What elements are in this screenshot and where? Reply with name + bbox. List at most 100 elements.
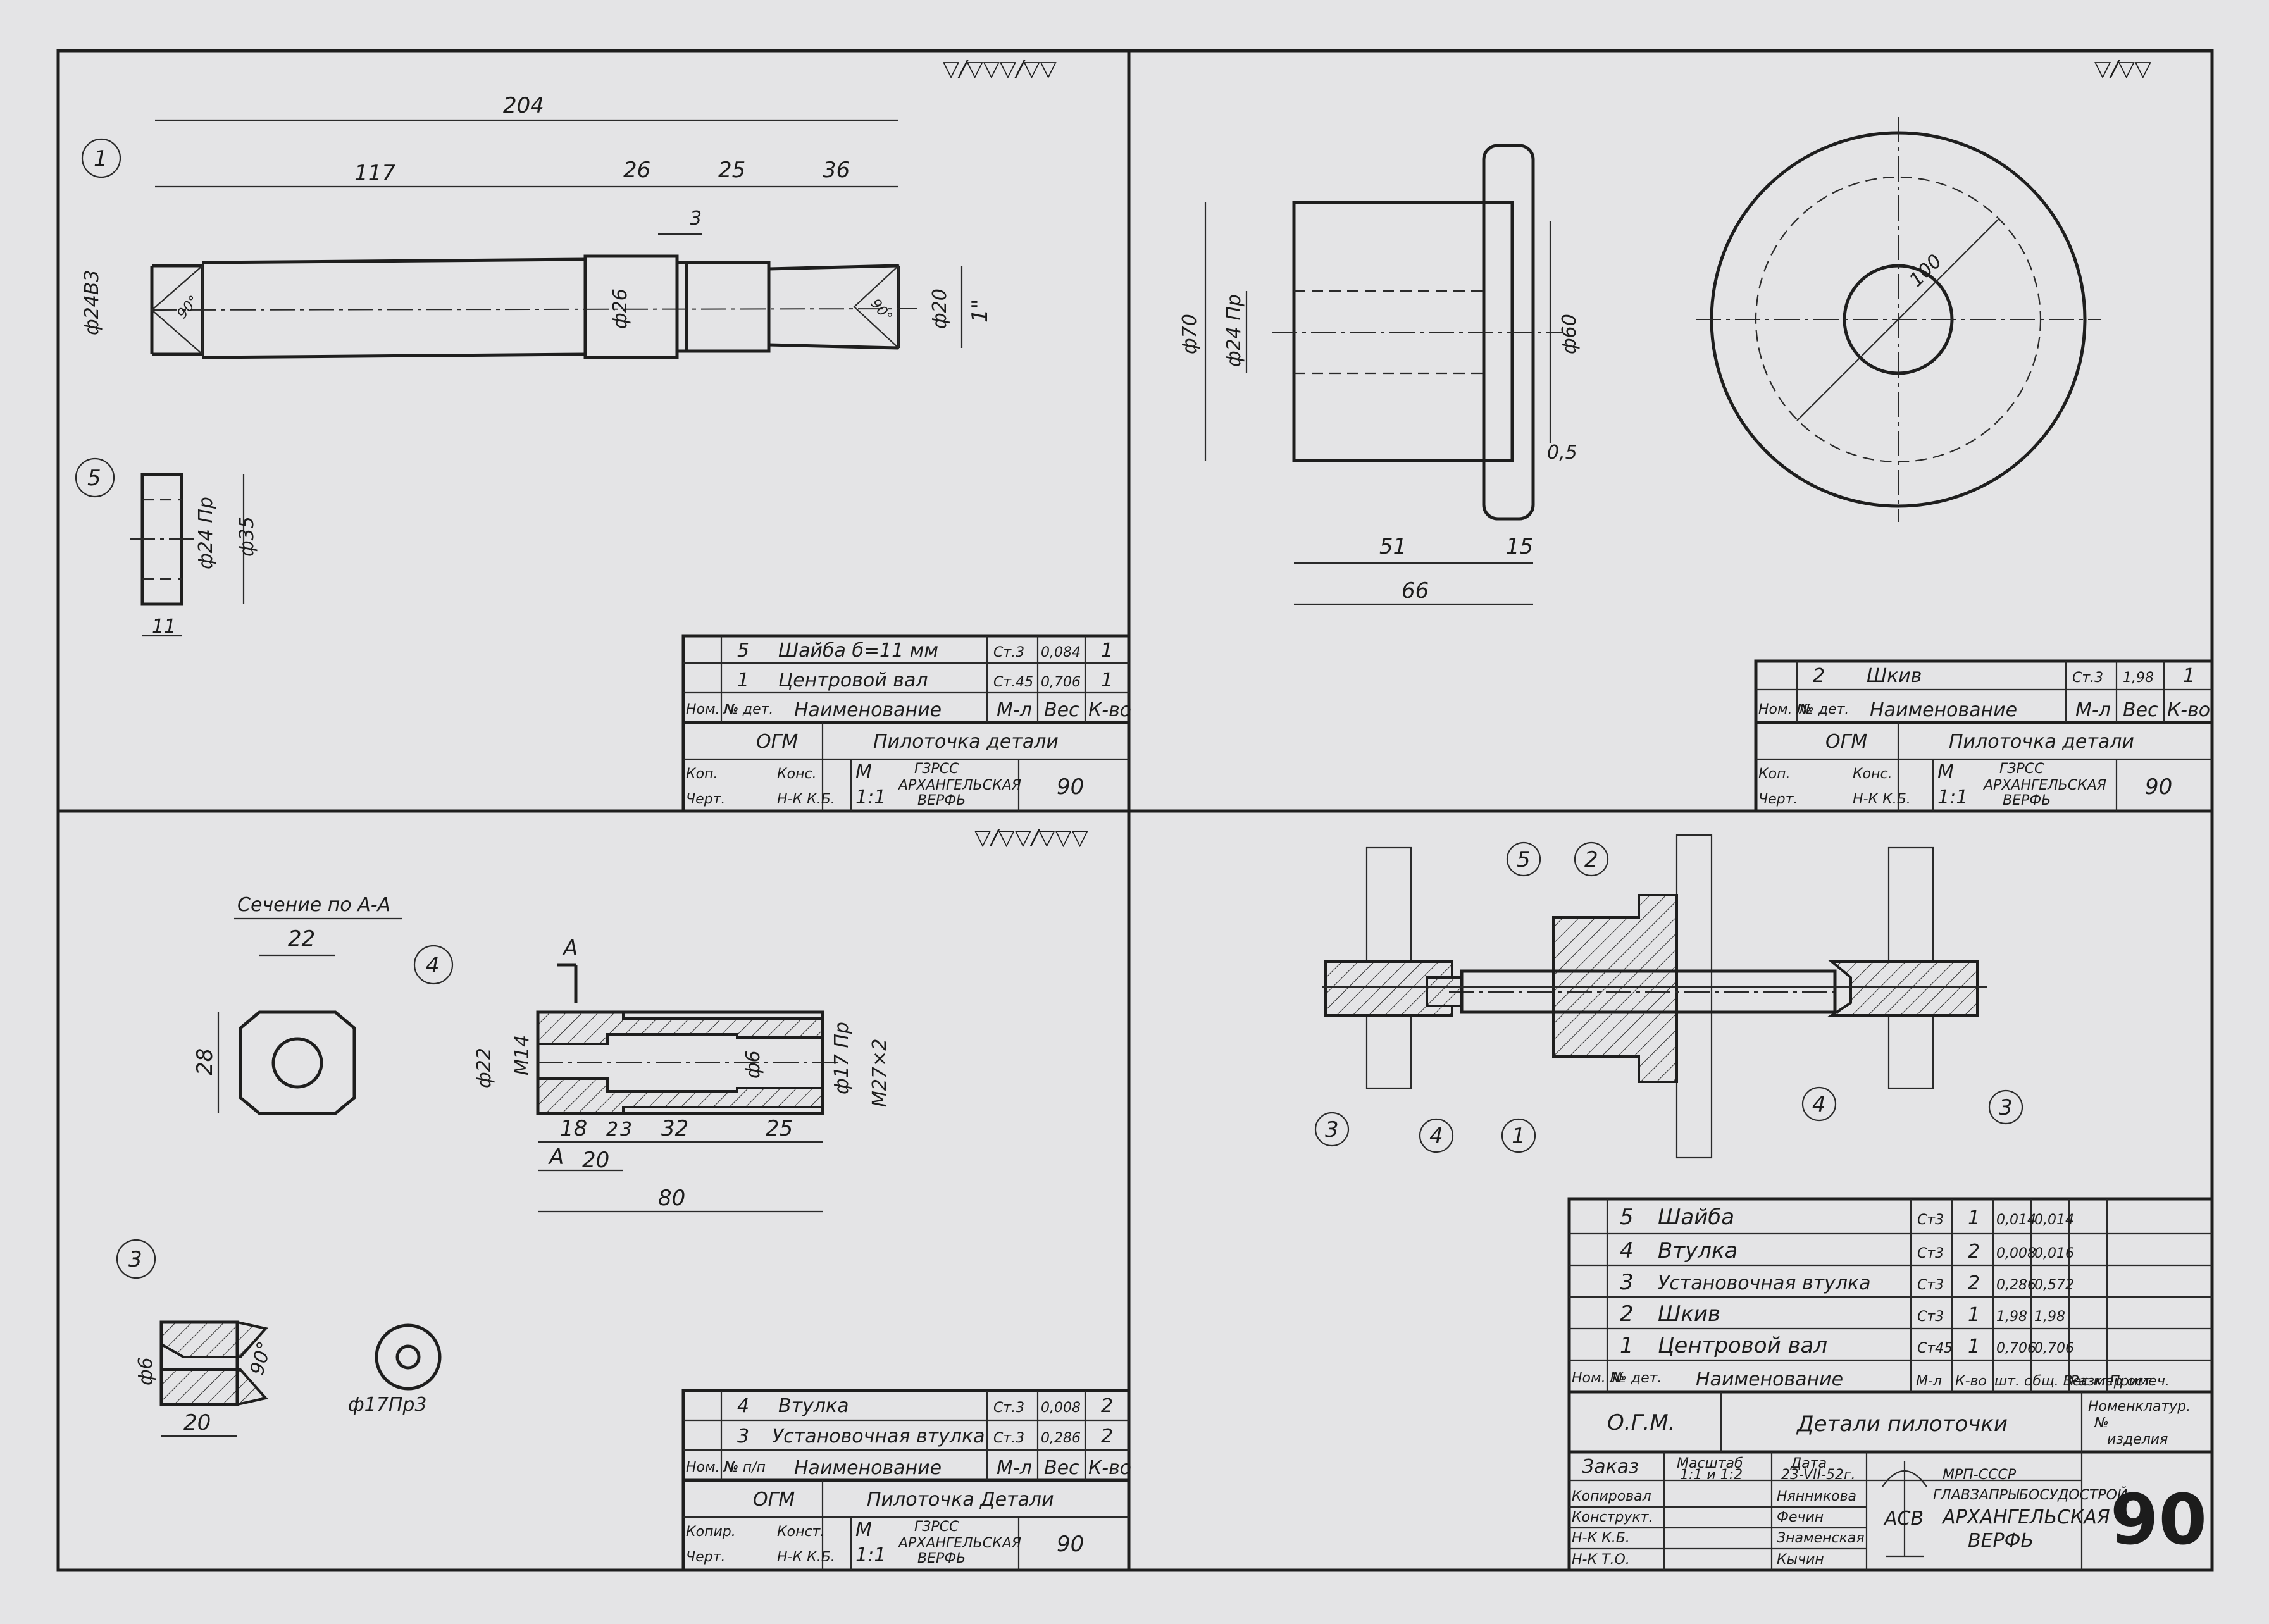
title-block-top-right: 2 Шкив Ст.3 1,98 1 Ном. № № дет. Наимено… bbox=[1754, 659, 2214, 813]
tl-scale: 1:1 bbox=[855, 786, 886, 809]
bl-hdr-weight: Вес bbox=[1044, 1457, 1079, 1479]
tr-nk: Н-К К.Б. bbox=[1853, 791, 1911, 807]
balloon-2: 2 bbox=[1584, 847, 1598, 872]
main-data-val: 23-VII-52г. bbox=[1781, 1467, 1856, 1483]
main-row4-mat: Ст3 bbox=[1917, 1309, 1944, 1325]
main-row3-pos: 3 bbox=[1620, 1270, 1634, 1295]
dim-l2: 2 bbox=[606, 1119, 618, 1141]
tr-chert: Черт. bbox=[1758, 791, 1798, 807]
tr-org2: АРХАНГЕЛЬСКАЯ bbox=[1982, 778, 2106, 793]
main-row2-pos: 4 bbox=[1620, 1238, 1634, 1263]
main-nomenkl: Номенклатур. bbox=[2088, 1399, 2191, 1415]
bl-row1-qty: 2 bbox=[1101, 1395, 1113, 1417]
bl-scale-label: М bbox=[855, 1519, 872, 1541]
tr-hdr-qty: К-во bbox=[2167, 699, 2210, 721]
logo-text: АСВ bbox=[1883, 1508, 1924, 1530]
tr-scale: 1:1 bbox=[1937, 786, 1968, 809]
dim-d6: ф6 bbox=[742, 1050, 764, 1079]
main-title: Детали пилоточки bbox=[1796, 1411, 2008, 1437]
balloon-1: 1 bbox=[1512, 1124, 1526, 1149]
bl-hdr-name: Наименование bbox=[794, 1457, 942, 1479]
bl-hdr-det: № п/п bbox=[723, 1460, 766, 1475]
tr-hdr-name: Наименование bbox=[1870, 699, 2017, 721]
part5-number: 5 bbox=[87, 466, 101, 491]
dim-d70: ф70 bbox=[1179, 314, 1201, 354]
main-row5-qty: 1 bbox=[1968, 1336, 1980, 1358]
tl-row1-mat: Ст.3 bbox=[993, 645, 1024, 660]
bl-num: 90 bbox=[1057, 1532, 1084, 1557]
main-row3-qty: 2 bbox=[1968, 1272, 1980, 1294]
part3-setbushing-view: 3 ф6 90° 20 ф17Пр3 bbox=[116, 1239, 442, 1437]
bl-row2-mat: Ст.3 bbox=[993, 1430, 1024, 1446]
main-hdr-size: Размер ост. bbox=[2070, 1373, 2156, 1389]
main-hdr-det: № дет. bbox=[1612, 1370, 1662, 1386]
main-masshtab: Масштаб bbox=[1677, 1456, 1743, 1472]
bl-kop: Копир. bbox=[686, 1524, 736, 1540]
tr-hdr-weight: Вес bbox=[2123, 699, 2158, 721]
main-hdr-weight: шт. общ. Вес кг. bbox=[1994, 1373, 2113, 1389]
tl-org1: ГЗРСС bbox=[914, 761, 959, 777]
main-row1-mat: Ст3 bbox=[1917, 1212, 1944, 1228]
tl-hdr-qty: К-во bbox=[1088, 699, 1131, 721]
dim-l25: 25 bbox=[766, 1116, 793, 1141]
dim-d17: ф17 Пр bbox=[831, 1022, 853, 1094]
section-marker-bottom: А bbox=[548, 1144, 564, 1170]
dim-36: 36 bbox=[823, 158, 850, 183]
main-hdr-note: Примеч. bbox=[2110, 1373, 2170, 1389]
tr-kop: Коп. bbox=[1758, 766, 1790, 782]
dim-dia-20: ф20 bbox=[929, 288, 951, 329]
main-row5-w1: 0,706 bbox=[1996, 1341, 2036, 1356]
main-row3-mat: Ст3 bbox=[1917, 1277, 1944, 1293]
main-row2-w1: 0,008 bbox=[1996, 1246, 2036, 1261]
part3-number: 3 bbox=[128, 1247, 142, 1272]
tl-row2-pos: 1 bbox=[737, 669, 749, 691]
roughness-part1: ▽/▽▽▽/▽▽ bbox=[943, 56, 1057, 82]
bl-row1-name: Втулка bbox=[778, 1395, 849, 1417]
dim-p3-len: 20 bbox=[183, 1410, 211, 1435]
tl-scale-label: М bbox=[855, 761, 872, 783]
tr-ogm: ОГМ bbox=[1825, 731, 1867, 753]
dim-204: 204 bbox=[503, 93, 544, 118]
dim-26: 26 bbox=[623, 158, 650, 183]
dim-3: 3 bbox=[690, 208, 702, 230]
bl-row2-weight: 0,286 bbox=[1041, 1430, 1081, 1446]
dim-117: 117 bbox=[354, 161, 395, 186]
main-hdr-name: Наименование bbox=[1696, 1368, 1843, 1391]
dim-l18: 18 bbox=[560, 1116, 587, 1141]
tl-nk: Н-К К.Б. bbox=[777, 791, 835, 807]
main-row1-name: Шайба bbox=[1658, 1205, 1734, 1230]
tl-org2: АРХАНГЕЛЬСКАЯ bbox=[897, 778, 1021, 793]
main-role-3: Н-К К.Б. bbox=[1572, 1530, 1630, 1546]
tl-row2-weight: 0,706 bbox=[1041, 674, 1081, 690]
dim-washer-inner: ф24 Пр bbox=[195, 497, 217, 569]
bl-row1-mat: Ст.3 bbox=[993, 1400, 1024, 1416]
main-org-ministry: МРП-СССР bbox=[1943, 1467, 2017, 1483]
bl-hdr-mat: М-л bbox=[997, 1457, 1032, 1479]
main-role-2: Конструкт. bbox=[1572, 1509, 1653, 1525]
main-row1-w2: 0,014 bbox=[2034, 1212, 2074, 1228]
section-marker: А bbox=[562, 936, 578, 961]
main-row2-name: Втулка bbox=[1658, 1238, 1737, 1263]
tl-row1-weight: 0,084 bbox=[1041, 645, 1081, 660]
dim-66: 66 bbox=[1402, 578, 1429, 604]
tl-row2-name: Центровой вал bbox=[778, 669, 928, 691]
tr-kons: Конс. bbox=[1853, 766, 1893, 782]
dim-sec-28: 28 bbox=[192, 1048, 218, 1075]
dim-inch: 1" bbox=[967, 299, 993, 323]
tl-hdr-det: № дет. bbox=[723, 702, 773, 717]
assembly-view: 5 2 3 4 1 4 3 bbox=[1314, 834, 2023, 1159]
dim-thread: М27×2 bbox=[869, 1039, 891, 1107]
tl-num: 90 bbox=[1057, 774, 1084, 800]
tl-hdr-weight: Вес bbox=[1044, 699, 1079, 721]
dim-d24: ф24 Пр bbox=[1223, 294, 1245, 367]
dim-l80: 80 bbox=[658, 1186, 685, 1211]
bl-row1-weight: 0,008 bbox=[1041, 1400, 1081, 1416]
main-sheet-number: 90 bbox=[2110, 1479, 2207, 1560]
dim-washer-outer: ф35 bbox=[236, 516, 258, 557]
tl-org3: ВЕРФЬ bbox=[917, 793, 966, 809]
dim-0-5: 0,5 bbox=[1547, 442, 1577, 464]
main-name-4: Кычин bbox=[1777, 1552, 1824, 1568]
bl-row2-qty: 2 bbox=[1101, 1425, 1113, 1447]
main-org-name: АРХАНГЕЛЬСКАЯ bbox=[1941, 1506, 2110, 1528]
